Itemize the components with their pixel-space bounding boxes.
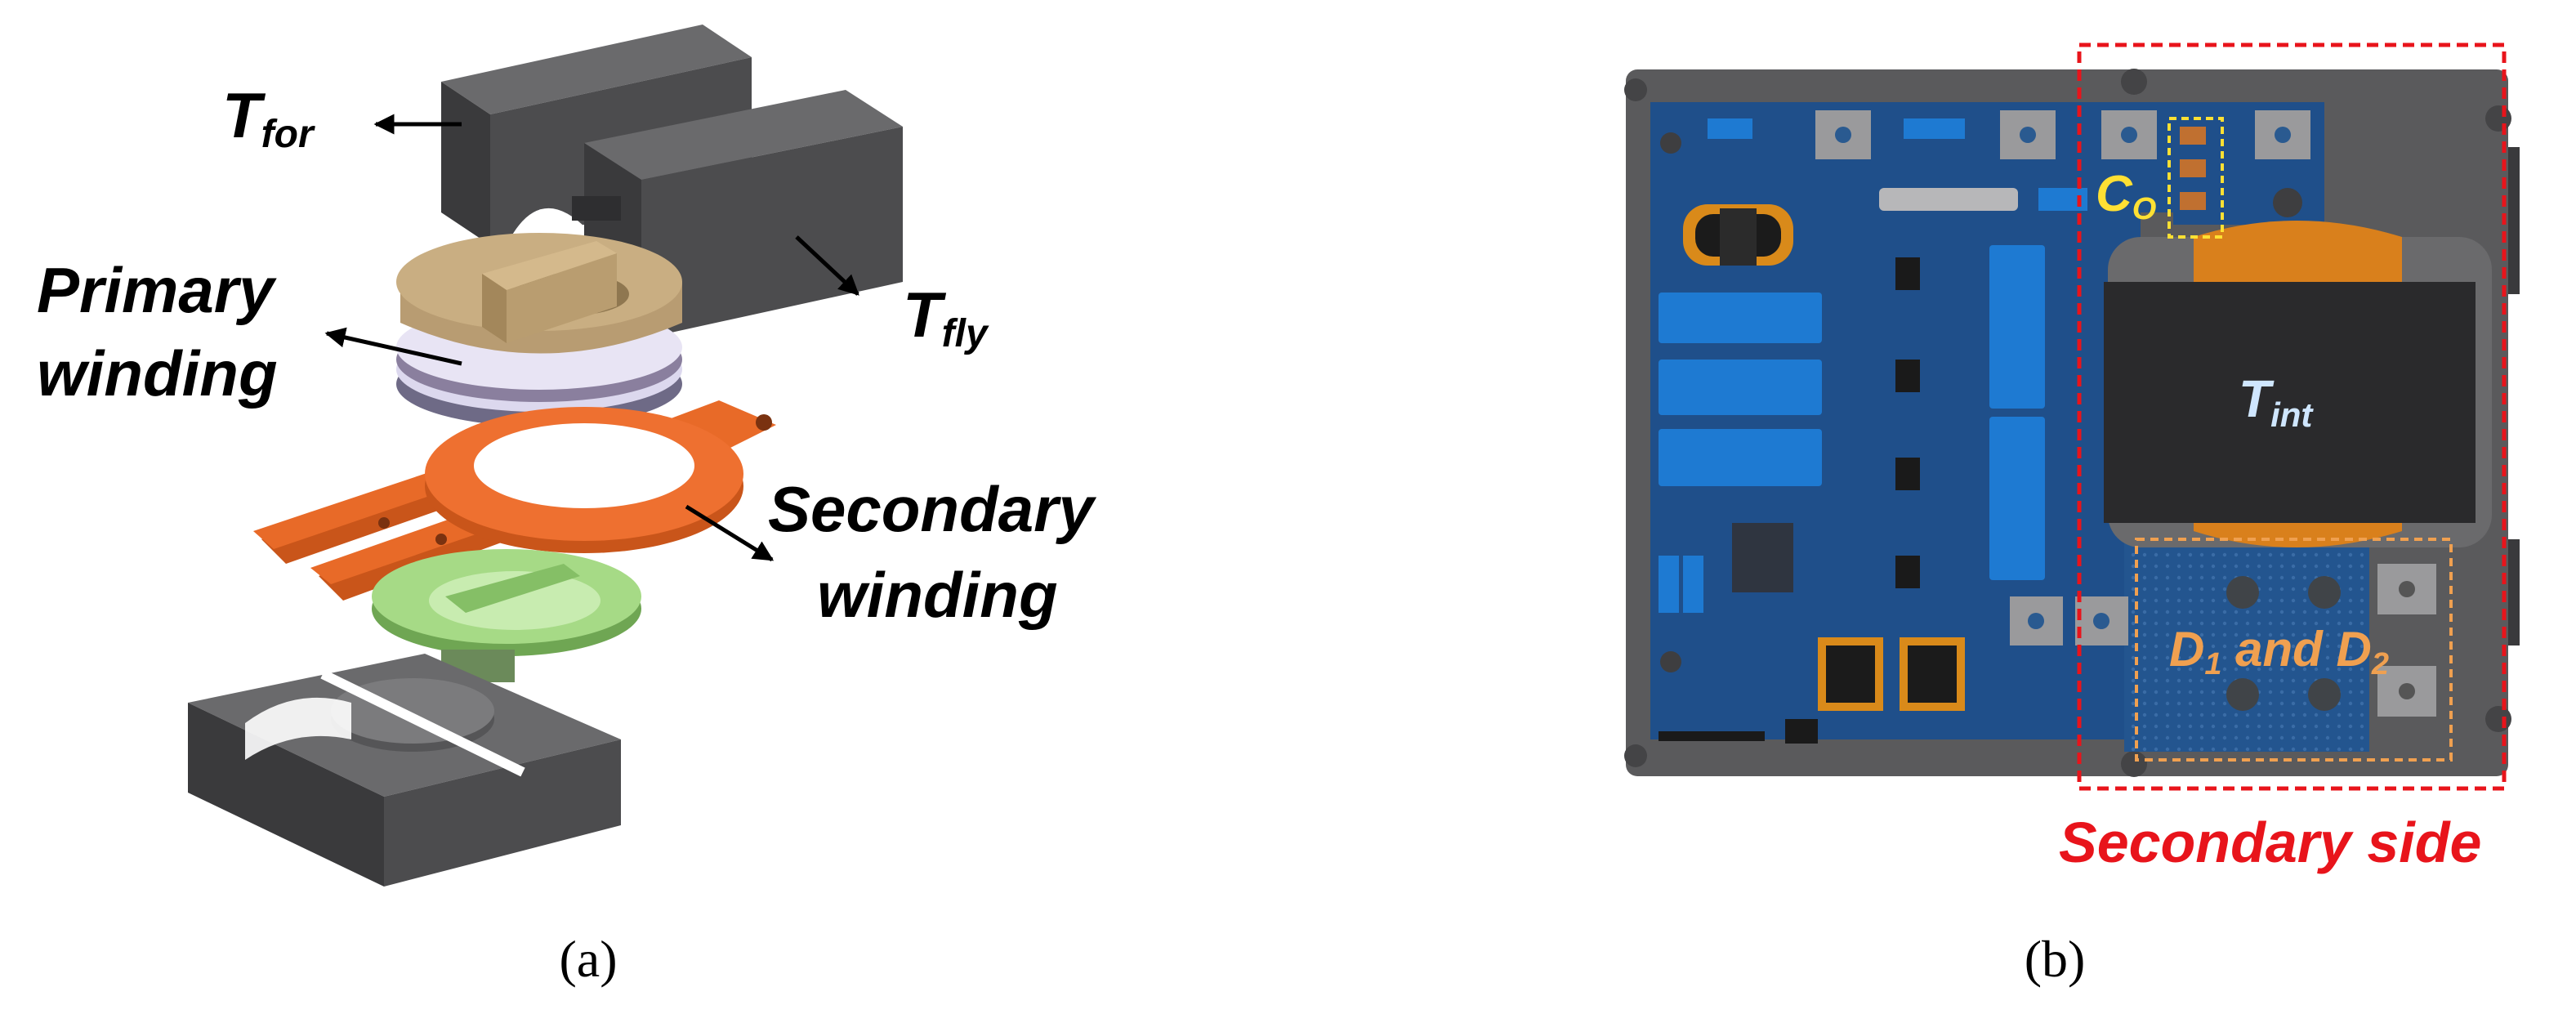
pcb: [1650, 102, 2436, 752]
label-secondary-side: Secondary side: [2059, 811, 2481, 874]
arrows-panel-a: [324, 114, 859, 562]
panel-a: Tfor Tfly Primary winding Secondary wind…: [37, 25, 1096, 988]
secondary-side-box: [2077, 42, 2507, 791]
diodes-box: [2135, 538, 2453, 762]
label-tfly: Tfly: [903, 279, 989, 355]
green-bobbin: [372, 549, 641, 682]
caption-a: (a): [559, 930, 617, 988]
arrow-primary: [324, 327, 462, 366]
transformer-tint: [2104, 221, 2492, 547]
primary-winding-bobbin: [396, 233, 682, 427]
caption-b: (b): [2025, 930, 2086, 988]
co-box: [2168, 117, 2224, 239]
label-primary-winding-1: Primary: [37, 254, 277, 326]
label-d1-d2: D1 and D2: [2169, 622, 2389, 681]
label-secondary-winding-2: winding: [817, 559, 1058, 631]
panel-b: CO Tint D1 and D2 Secondary side (b): [1624, 42, 2520, 988]
label-co: CO: [2096, 166, 2156, 226]
arrow-tfly: [795, 235, 859, 296]
label-tint: Tint: [2239, 369, 2314, 434]
label-tfor: Tfor: [222, 79, 315, 156]
label-primary-winding-2: winding: [37, 337, 278, 409]
top-core-tfly: [572, 90, 903, 339]
bottom-core: [188, 654, 621, 887]
arrow-secondary: [685, 504, 775, 562]
copper-secondary-winding: [253, 400, 776, 601]
label-secondary-winding-1: Secondary: [768, 473, 1096, 545]
